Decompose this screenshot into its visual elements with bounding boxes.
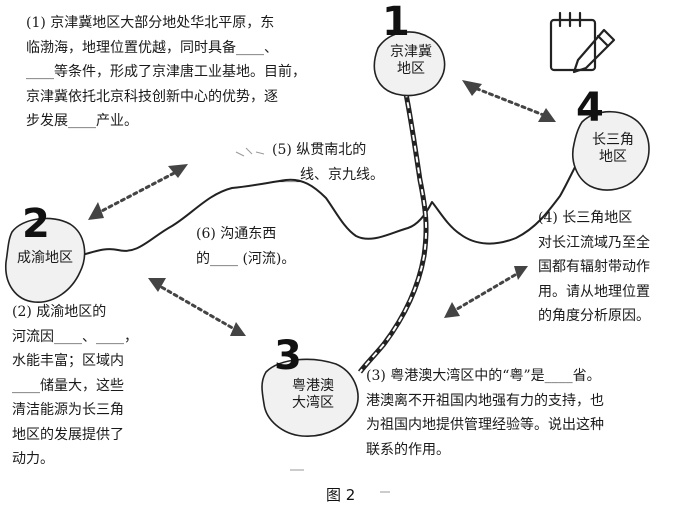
question-2-line: (2) 成渝地区的 (12, 304, 107, 320)
question-3-line: 港澳离不开祖国内地强有力的支持，也 (366, 392, 604, 409)
region-shape-chengyu (5, 217, 86, 303)
question-4-line: 用。请从地理位置 (538, 283, 650, 300)
question-2: (2) 成渝地区的 河流因____、____， 水能丰富；区域内 ____储量大… (12, 300, 138, 472)
question-2-line: ____储量大，这些 (12, 377, 124, 394)
link-arrow-chengyu-yuegangao (154, 282, 238, 332)
question-6-line: 的____ (河流)。 (196, 250, 296, 267)
question-5: (5) 纵贯南北的 ____线、京九线。 (272, 138, 384, 187)
link-arrow-chengyu-north (94, 168, 182, 216)
question-2-line: 水能丰富；区域内 (12, 353, 124, 369)
question-4: (4) 长三角地区 对长江流域乃至全 国都有辐射带动作 用。请从地理位置 的角度… (538, 206, 650, 329)
question-2-line: 河流因____、____， (12, 328, 138, 345)
link-arrow-yuegangao-changsanjiao (450, 270, 522, 314)
yangtze-river (59, 149, 585, 258)
region-shape-yuegangao (261, 358, 359, 437)
question-3: (3) 粤港澳大湾区中的“粤”是____省。 港澳离不开祖国内地强有力的支持，也… (366, 364, 604, 462)
question-3-line: (3) 粤港澳大湾区中的“粤”是____省。 (366, 368, 601, 384)
region-label-jingjinji: 京津冀 地区 (390, 44, 432, 77)
question-1-line: 临渤海，地理位置优越，同时具备____、 (26, 39, 278, 56)
region-shape-jingjinji (373, 31, 446, 97)
question-2-line: 清洁能源为长三角 (12, 402, 124, 418)
railway (358, 69, 429, 374)
question-1-line: 步发展____产业。 (26, 113, 138, 129)
region-number-2: 2 (22, 201, 50, 247)
question-1: (1) 京津冀地区大部分地处华北平原，东 临渤海，地理位置优越，同时具备____… (26, 11, 306, 134)
link-arrow-jingjinji-changsanjiao (468, 84, 548, 118)
question-6-line: (6) 沟通东西 (196, 226, 277, 242)
question-1-line: (1) 京津冀地区大部分地处华北平原，东 (26, 15, 275, 31)
region-label-changsanjiao: 长三角 地区 (592, 132, 634, 165)
region-label-yuegangao: 粤港澳 大湾区 (292, 378, 334, 411)
notepad-pencil-icon (549, 11, 616, 74)
question-4-line: 的角度分析原因。 (538, 308, 650, 324)
question-3-line: 为祖国内地提供管理经验等。说出这种 (366, 417, 604, 433)
question-2-line: 地区的发展提供了 (12, 426, 124, 443)
question-4-line: 对长江流域乃至全 (538, 234, 650, 251)
region-label-chengyu: 成渝地区 (17, 250, 73, 266)
question-6: (6) 沟通东西 的____ (河流)。 (196, 222, 295, 271)
question-4-line: 国都有辐射带动作 (538, 259, 650, 275)
region-number-1: 1 (382, 0, 410, 45)
question-1-line: 京津冀依托北京科技创新中心的优势，逐 (26, 88, 278, 105)
question-1-line: ____等条件，形成了京津唐工业基地。目前， (26, 64, 306, 80)
question-3-line: 联系的作用。 (366, 441, 450, 458)
region-number-3: 3 (274, 333, 302, 379)
region-number-4: 4 (576, 85, 604, 131)
question-5-line: (5) 纵贯南北的 (272, 142, 367, 158)
figure-caption: 图 2 (326, 486, 356, 504)
question-5-line: ____线、京九线。 (272, 166, 384, 183)
region-shape-changsanjiao (572, 111, 650, 191)
question-2-line: 动力。 (12, 451, 54, 467)
question-4-line: (4) 长三角地区 (538, 210, 633, 226)
